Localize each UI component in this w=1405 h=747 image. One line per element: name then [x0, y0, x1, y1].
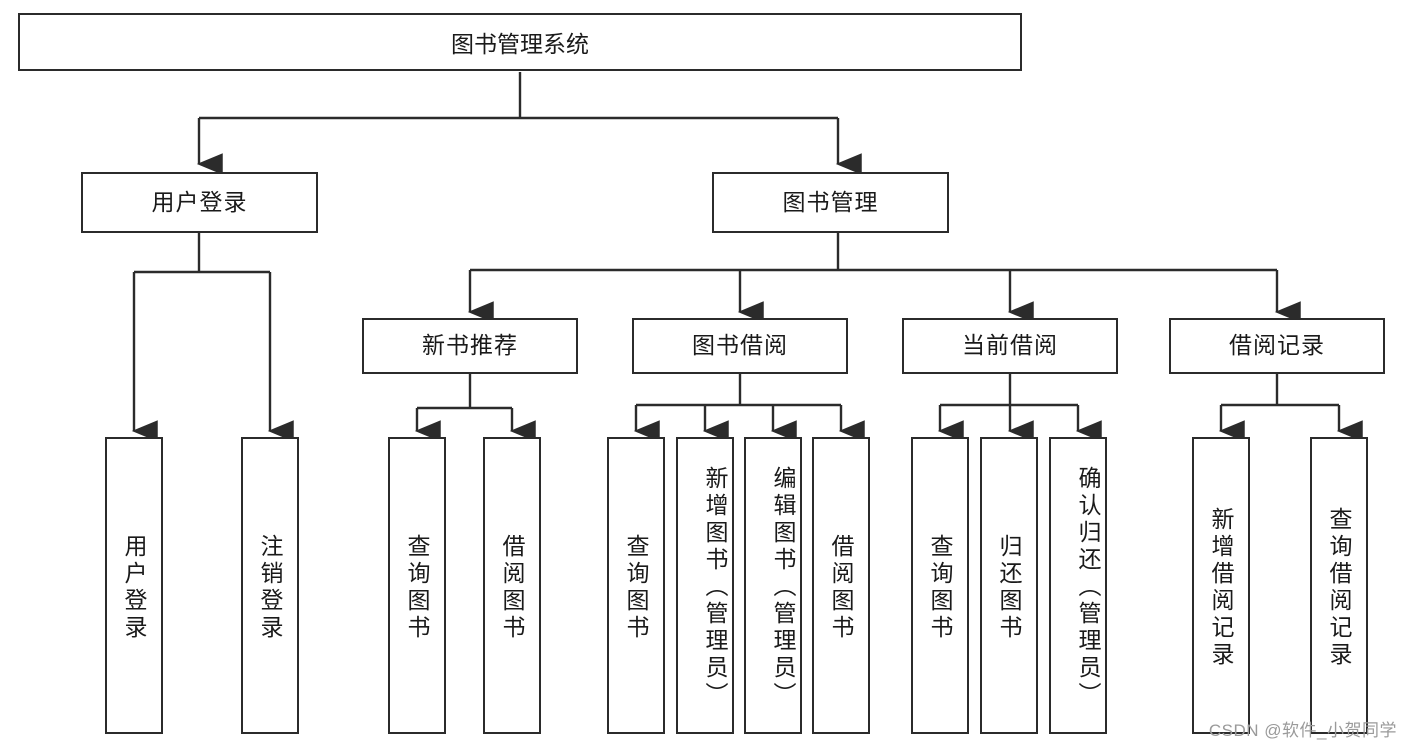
node-book-management-label: 图书管理 — [782, 188, 879, 215]
leaf-add-borrow-record[interactable]: 新增借阅记录 — [1192, 437, 1250, 734]
leaf-user-login-label: 用户登录 — [121, 533, 147, 642]
leaf-recommend-borrow-book-label: 借阅图书 — [499, 533, 525, 642]
leaf-recommend-borrow-book[interactable]: 借阅图书 — [483, 437, 541, 734]
leaf-user-login[interactable]: 用户登录 — [105, 437, 163, 734]
leaf-current-query-book[interactable]: 查询图书 — [911, 437, 969, 734]
leaf-add-borrow-record-label: 新增借阅记录 — [1208, 506, 1234, 669]
node-new-book-recommend-label: 新书推荐 — [422, 332, 518, 359]
node-borrow-record[interactable]: 借阅记录 — [1169, 318, 1385, 374]
leaf-add-book-admin[interactable]: 新增图书（管理员） — [676, 437, 734, 734]
leaf-logout[interactable]: 注销登录 — [241, 437, 299, 734]
leaf-recommend-query-book[interactable]: 查询图书 — [388, 437, 446, 734]
node-book-borrow[interactable]: 图书借阅 — [632, 318, 848, 374]
node-root-system[interactable]: 图书管理系统 — [18, 13, 1022, 71]
node-current-borrow-label: 当前借阅 — [962, 332, 1058, 359]
node-root-label: 图书管理系统 — [451, 31, 589, 57]
node-current-borrow[interactable]: 当前借阅 — [902, 318, 1118, 374]
leaf-logout-label: 注销登录 — [257, 533, 283, 642]
leaf-borrow-book-label: 借阅图书 — [828, 533, 854, 642]
leaf-return-book[interactable]: 归还图书 — [980, 437, 1038, 734]
leaf-confirm-return-admin-label: 确认归还（管理员） — [1075, 466, 1101, 709]
watermark: CSDN @软件_小贺同学 — [1208, 721, 1397, 740]
leaf-borrow-book[interactable]: 借阅图书 — [812, 437, 870, 734]
node-user-login-label: 用户登录 — [151, 188, 248, 215]
leaf-recommend-query-book-label: 查询图书 — [404, 533, 430, 642]
leaf-add-book-admin-label: 新增图书（管理员） — [702, 466, 728, 709]
node-book-management[interactable]: 图书管理 — [712, 172, 949, 233]
leaf-current-query-book-label: 查询图书 — [927, 533, 953, 642]
leaf-query-borrow-record-label: 查询借阅记录 — [1326, 506, 1352, 669]
node-new-book-recommend[interactable]: 新书推荐 — [362, 318, 578, 374]
leaf-borrow-query-book[interactable]: 查询图书 — [607, 437, 665, 734]
leaf-edit-book-admin[interactable]: 编辑图书（管理员） — [744, 437, 802, 734]
node-borrow-record-label: 借阅记录 — [1229, 332, 1325, 359]
leaf-confirm-return-admin[interactable]: 确认归还（管理员） — [1049, 437, 1107, 734]
leaf-query-borrow-record[interactable]: 查询借阅记录 — [1310, 437, 1368, 734]
leaf-edit-book-admin-label: 编辑图书（管理员） — [770, 466, 796, 709]
node-book-borrow-label: 图书借阅 — [692, 332, 788, 359]
node-user-login[interactable]: 用户登录 — [81, 172, 318, 233]
leaf-return-book-label: 归还图书 — [996, 533, 1022, 642]
leaf-borrow-query-book-label: 查询图书 — [623, 533, 649, 642]
